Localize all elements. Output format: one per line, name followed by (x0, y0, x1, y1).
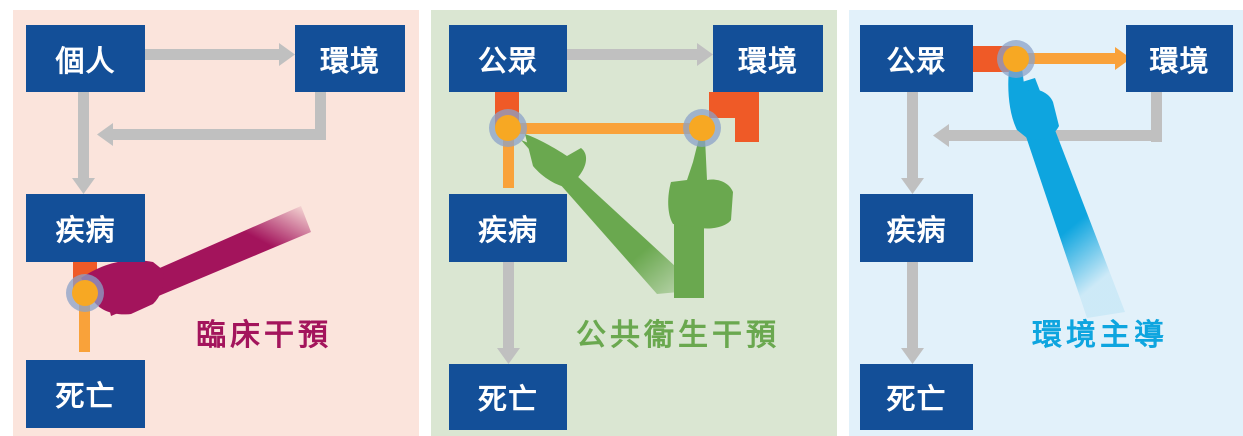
box-individual: 個人 (26, 25, 145, 92)
box-public: 公眾 (449, 25, 567, 92)
panel-public-health-diagram (489, 43, 759, 364)
connector-top (563, 49, 703, 60)
panel-environment-led: 公眾 環境 疾病 死亡 環境主導 (849, 10, 1243, 436)
arrowhead-down (72, 178, 95, 194)
arrowhead-down (901, 178, 924, 194)
highlight-path (1017, 53, 1122, 64)
arrowhead-right (697, 43, 713, 66)
connector-top (145, 49, 285, 60)
connector-left-down (78, 92, 89, 182)
box-environment: 環境 (1126, 25, 1233, 92)
connector-disease-down (907, 262, 918, 352)
arrowhead-left (933, 124, 949, 147)
box-environment: 環境 (713, 25, 823, 92)
green-hands-icon (521, 134, 733, 298)
box-death: 死亡 (449, 364, 567, 430)
box-disease: 疾病 (860, 194, 973, 262)
box-public: 公眾 (860, 25, 973, 92)
connector-env-down (1151, 92, 1162, 142)
panel-clinical-diagram (66, 43, 326, 352)
caption-clinical: 臨床干預 (196, 318, 332, 353)
panel-clinical: 個人 環境 疾病 死亡 臨床干預 (13, 10, 419, 436)
connector-return (107, 129, 326, 140)
arrowhead-down-2 (901, 348, 924, 364)
arrowhead-down (497, 348, 520, 364)
connector-env-down (315, 92, 326, 140)
highlight-path (79, 292, 90, 352)
connector-left-down (907, 92, 918, 182)
box-death: 死亡 (26, 360, 145, 428)
caption-public-health: 公共衞生干預 (576, 318, 780, 353)
highlight-path (509, 123, 705, 134)
blue-hand-icon (1008, 60, 1125, 318)
panel-environment-led-diagram (901, 40, 1162, 364)
box-disease: 疾病 (26, 194, 145, 262)
arrowhead-right (279, 43, 295, 66)
panel-public-health: 公眾 環境 疾病 死亡 公共衞生干預 (431, 10, 837, 436)
caption-environment-led: 環境主導 (1032, 318, 1168, 353)
box-death: 死亡 (860, 364, 973, 430)
box-environment: 環境 (295, 25, 405, 92)
connector-left-down (503, 262, 514, 352)
box-disease: 疾病 (449, 194, 567, 262)
arrowhead-left (97, 123, 113, 146)
